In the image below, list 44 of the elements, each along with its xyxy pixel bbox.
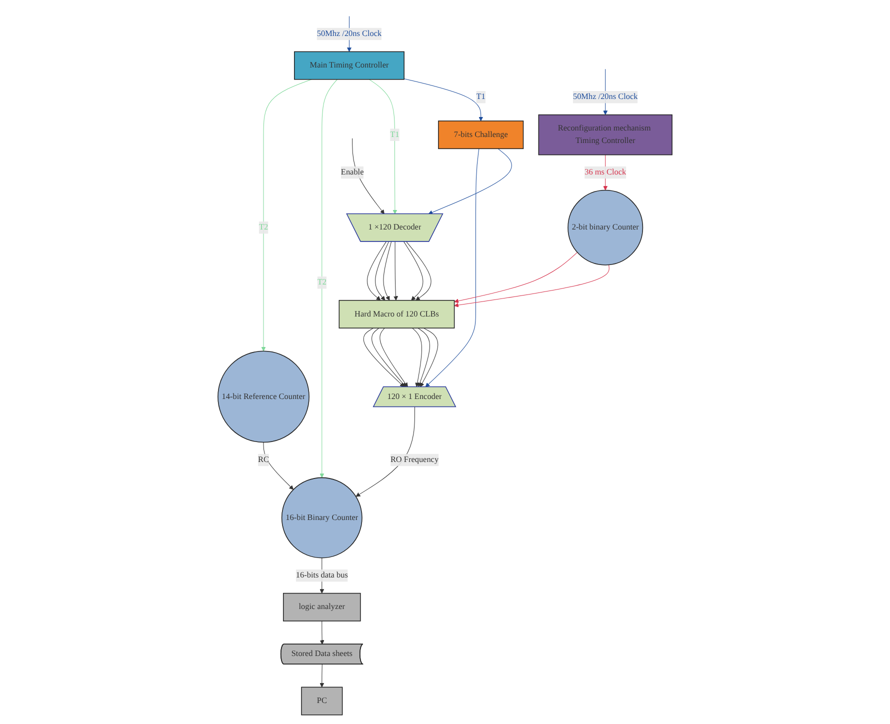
edge-label: 16-bits data bus [296,570,348,580]
arrow [428,148,512,214]
node-box: Main Timing Controller [294,51,404,80]
arrow [454,264,610,308]
arrow [412,328,422,388]
arrow [363,328,404,388]
arrow [372,328,406,388]
arrow [366,241,386,301]
arrow [404,241,424,301]
edge-label: 50Mhz /20ns Clock [572,92,638,102]
arrow [454,252,578,304]
arrow [380,328,408,388]
node-box: Reconfiguration mechanism Timing Controller [538,114,672,156]
node-box: 7-bits Challenge [438,120,524,150]
edge-label: RC [258,455,269,464]
node-box: Hard Macro of 120 CLBs [338,300,455,328]
arrow [404,78,484,122]
node-circle: 16-bit Binary Counter [281,477,362,558]
node-circle: 14-bit Reference Counter [218,350,310,443]
edge-label: RO Frequency [390,455,439,464]
edge-label: T1 [390,130,400,139]
edge-label: Enable [340,168,364,177]
arrow [320,79,338,478]
arrow [383,241,392,301]
arrow [394,241,398,301]
arrow [263,442,294,490]
arrow [420,328,438,388]
edge-label: T2 [258,222,268,232]
edge-label: 50Mhz /20ns Clock [316,29,382,38]
arrow [261,79,312,352]
node-circle: 2-bit binary Counter [568,190,644,266]
arrow [320,664,324,688]
arrow [352,138,384,214]
arrow [425,148,480,388]
arrow [418,328,430,388]
node-box: logic analyzer [282,592,361,622]
node-box: PC [301,686,343,716]
edge-label: T1 [476,92,486,102]
arrow [375,241,389,301]
arrow [320,620,324,645]
edge-label: T2 [317,278,326,287]
edge-label: 36 ms Clock [584,168,626,177]
arrow [406,241,432,301]
arrow [368,79,398,214]
